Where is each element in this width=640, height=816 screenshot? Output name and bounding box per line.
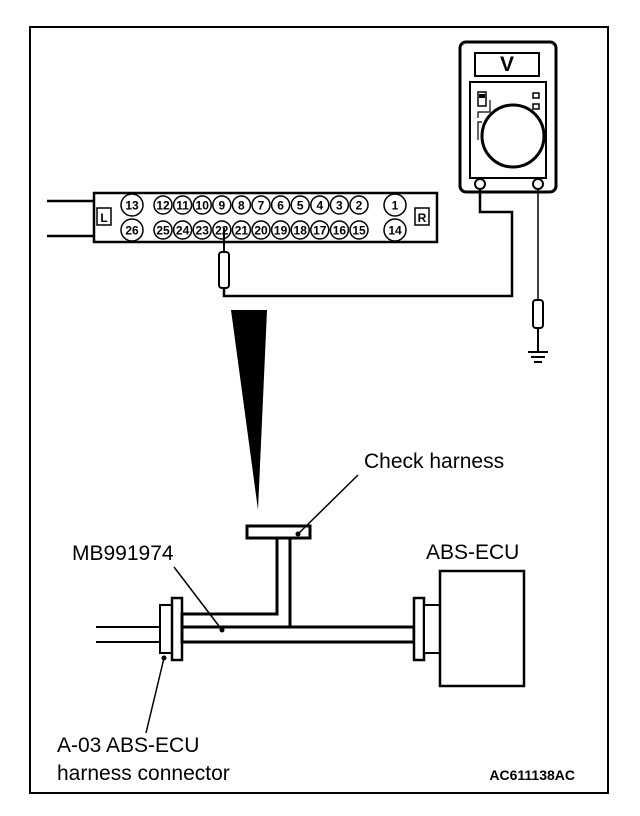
voltmeter-symbol: V — [500, 53, 514, 76]
connector-pin-label: 12 — [156, 199, 170, 213]
connector-pin-label: 2 — [356, 199, 363, 213]
connector-pin-circle — [329, 195, 350, 215]
abs-ecu-box — [438, 569, 526, 688]
connector-pin-circle — [310, 195, 330, 215]
connector-pin-circle — [349, 195, 369, 215]
connector-pin-label: 20 — [254, 224, 268, 238]
connector-pin-circle — [349, 220, 369, 240]
probe-right — [532, 299, 544, 329]
connector-pin-label: 19 — [274, 224, 288, 238]
harness-connector-label-line2: harness connector — [57, 762, 230, 785]
ground-icon — [528, 351, 548, 363]
ecu-side-flange — [412, 596, 426, 662]
connector-pin-circle — [231, 220, 252, 240]
probe-left — [218, 251, 230, 289]
connector-pin-circle — [329, 220, 350, 240]
connector-pin-label: 1 — [392, 199, 399, 213]
connector-pin-circle — [270, 195, 291, 215]
connector-pin-label: 6 — [277, 199, 284, 213]
connector-pin-label: 10 — [196, 199, 210, 213]
connector-pin-circle — [172, 195, 193, 215]
check-harness-leader — [297, 474, 359, 535]
connector-pin-circle — [251, 220, 271, 240]
connector-pin-label: 18 — [294, 224, 308, 238]
connector-pin-label: 5 — [297, 199, 304, 213]
connector-pin-circle — [192, 220, 212, 240]
connector-pin-circle — [120, 218, 144, 242]
voltmeter: V — [458, 40, 558, 194]
connector-pin-circle — [172, 220, 193, 240]
connector-pin-label: 23 — [196, 224, 210, 238]
connector-pin-circle — [120, 193, 144, 217]
check-harness-label: Check harness — [364, 450, 504, 473]
adapter-label: MB991974 — [72, 542, 174, 565]
connector-pin-circle — [290, 195, 310, 215]
adapter-branch — [180, 538, 292, 629]
connector-pin-label: 13 — [125, 199, 139, 213]
meter-terminal-right — [532, 178, 544, 190]
connector-pin-label: 21 — [235, 224, 249, 238]
connector-pin-circle — [270, 220, 291, 240]
connector-pin-circle — [153, 220, 173, 240]
connector-pin-label: 22 — [215, 224, 229, 238]
connector-left-marker: L — [100, 211, 107, 225]
positive-lead — [222, 189, 514, 298]
connector-pin-label: 26 — [125, 224, 139, 238]
connector-pin-circle — [290, 220, 310, 240]
meter-terminal-left — [474, 178, 486, 190]
connector-pin-label: 11 — [176, 199, 189, 213]
connector-pin-label: 15 — [352, 224, 366, 238]
adapter-leader — [173, 566, 223, 631]
connector-pin-circle — [251, 195, 271, 215]
connector-pin-circle — [310, 220, 330, 240]
harness-connector-body — [159, 604, 173, 654]
check-harness-assembly — [96, 524, 526, 688]
harness-connector-label-line1: A-03 ABS-ECU — [57, 734, 199, 757]
connector-pin-label: 3 — [336, 199, 343, 213]
connector-pin-circle — [153, 195, 173, 215]
connector-pin-circle — [212, 195, 232, 215]
connector-pin-label: 14 — [388, 224, 402, 238]
check-harness-bar — [245, 524, 312, 540]
figure-frame — [29, 26, 609, 794]
connector-pin-label: 8 — [238, 199, 245, 213]
connector-pin-label: 4 — [316, 199, 323, 213]
figure-code: AC611138AC — [489, 767, 575, 783]
connector-pin-label: 7 — [258, 199, 265, 213]
connector-pin-circle — [383, 218, 407, 242]
zoom-pointer — [231, 310, 267, 510]
meter-dial — [480, 103, 546, 169]
connector-right-marker: R — [418, 211, 427, 225]
connector-pin-label: 17 — [313, 224, 327, 238]
adapter-cable — [180, 625, 416, 644]
connector-pin-circle — [192, 195, 212, 215]
ecu-side-body — [423, 604, 441, 654]
connector-pin-circle — [231, 195, 252, 215]
connector-pin-label: 16 — [333, 224, 347, 238]
connector-pin-circle — [383, 193, 407, 217]
abs-ecu-label: ABS-ECU — [426, 541, 519, 564]
connector-pin-circle — [212, 220, 232, 240]
connector-pin-label: 25 — [156, 224, 170, 238]
connector-pin-label: 24 — [176, 224, 190, 238]
connector-pin-label: 9 — [218, 199, 225, 213]
harness-connector-leader — [145, 657, 165, 734]
